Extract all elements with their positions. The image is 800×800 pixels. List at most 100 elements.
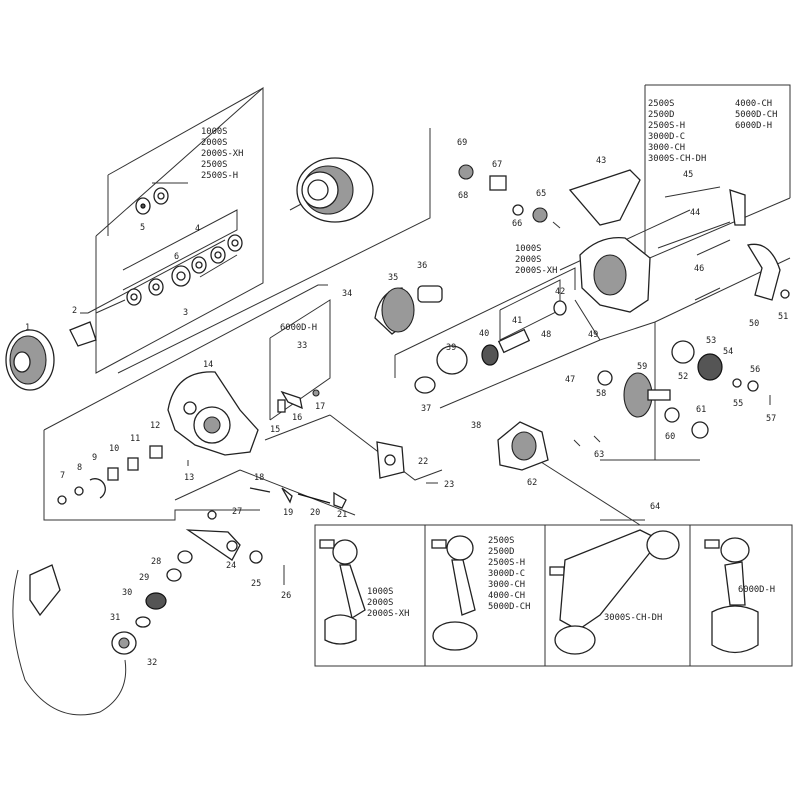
spool-washers — [126, 187, 243, 306]
part-number-12: 12 — [150, 421, 160, 431]
part-number-69: 69 — [457, 138, 467, 148]
model-label: 6000D-H — [735, 121, 772, 131]
part-number-24: 24 — [226, 561, 236, 571]
part-number-14: 14 — [203, 360, 213, 370]
part-number-49: 49 — [588, 330, 598, 340]
part-number-59: 59 — [637, 362, 647, 372]
rotor-parts — [374, 285, 567, 471]
part-number-43: 43 — [596, 156, 606, 166]
small-parts-left — [57, 445, 189, 505]
part-number-17: 17 — [315, 402, 325, 412]
part-number-44: 44 — [690, 208, 700, 218]
model-label: 2000S — [515, 255, 541, 265]
model-label: 2500S — [201, 160, 227, 170]
part-number-1: 1 — [25, 323, 30, 333]
model-label: 2500D — [488, 547, 514, 557]
part-number-20: 20 — [310, 508, 320, 518]
part-number-50: 50 — [749, 319, 759, 329]
part-number-13: 13 — [184, 473, 194, 483]
part-number-56: 56 — [750, 365, 760, 375]
part-number-10: 10 — [109, 444, 119, 454]
part-number-7: 7 — [60, 471, 65, 481]
part-number-62: 62 — [527, 478, 537, 488]
model-label: 2500S — [648, 99, 674, 109]
part-number-54: 54 — [723, 347, 733, 357]
part-number-6: 6 — [174, 252, 179, 262]
part-number-57: 57 — [766, 414, 776, 424]
part-number-67: 67 — [492, 160, 502, 170]
part-number-64: 64 — [650, 502, 660, 512]
model-list-rotor: 1000S 2000S 2000S-XH — [515, 244, 557, 276]
part-number-61: 61 — [696, 405, 706, 415]
model-label: 2000S — [201, 138, 227, 148]
model-label: 1000S — [367, 587, 393, 597]
part-number-37: 37 — [421, 404, 431, 414]
part-number-9: 9 — [92, 453, 97, 463]
part-number-23: 23 — [444, 480, 454, 490]
model-label: 2500S — [488, 536, 514, 546]
part-number-3: 3 — [183, 308, 188, 318]
model-list-spool: 1000S 2000S 2000S-XH 2500S 2500S-H — [201, 127, 243, 181]
handle-3 — [549, 529, 680, 655]
part-number-66: 66 — [512, 219, 522, 229]
part-number-39: 39 — [446, 343, 456, 353]
part-number-41: 41 — [512, 316, 522, 326]
handle-model-labels: 1000S 2000S 2000S-XH 2500S 2500D 2500S-H… — [367, 536, 775, 623]
part-number-40: 40 — [479, 329, 489, 339]
model-label: 2500S-H — [648, 121, 685, 131]
model-label-6000: 6000D-H — [280, 323, 317, 333]
part-number-68: 68 — [458, 191, 468, 201]
drag-knob — [5, 321, 97, 391]
body-main — [458, 164, 746, 313]
part-number-11: 11 — [130, 434, 140, 444]
part-number-34: 34 — [342, 289, 352, 299]
model-label: 5000D-CH — [735, 110, 777, 120]
part-number-31: 31 — [110, 613, 120, 623]
part-number-46: 46 — [694, 264, 704, 274]
part-number-42: 42 — [555, 287, 565, 297]
part-number-30: 30 — [122, 588, 132, 598]
handle-4 — [704, 537, 759, 654]
model-label: 4000-CH — [488, 591, 525, 601]
part-number-55: 55 — [733, 399, 743, 409]
model-label: 2500D — [648, 110, 674, 120]
part-number-19: 19 — [283, 508, 293, 518]
part-number-27: 27 — [232, 507, 242, 517]
part-number-16: 16 — [292, 413, 302, 423]
part-number-25: 25 — [251, 579, 261, 589]
body-housing — [167, 371, 259, 456]
part-number-8: 8 — [77, 463, 82, 473]
model-label: 4000-CH — [735, 99, 772, 109]
part-number-15: 15 — [270, 425, 280, 435]
part-number-48: 48 — [541, 330, 551, 340]
model-label: 2000S — [367, 598, 393, 608]
model-label: 3000S-CH-DH — [604, 613, 662, 623]
roller-parts — [249, 389, 438, 509]
part-number-21: 21 — [337, 510, 347, 520]
model-label: 2500S-H — [201, 171, 238, 181]
part-number-58: 58 — [596, 389, 606, 399]
model-label: 2000S-XH — [367, 609, 409, 619]
part-number-22: 22 — [418, 457, 428, 467]
handle-1 — [319, 539, 366, 645]
model-label: 3000D-C — [648, 132, 685, 142]
handles — [319, 529, 759, 655]
part-number-38: 38 — [471, 421, 481, 431]
part-number-32: 32 — [147, 658, 157, 668]
part-number-65: 65 — [536, 189, 546, 199]
bail-parts — [12, 510, 285, 716]
part-number-18: 18 — [254, 473, 264, 483]
model-label: 2000S-XH — [515, 266, 557, 276]
model-list-body-top: 2500S 2500D 2500S-H 3000D-C 3000-CH 3000… — [648, 99, 777, 164]
model-label: 3000S-CH-DH — [648, 154, 706, 164]
part-number-4: 4 — [195, 224, 200, 234]
part-number-36: 36 — [417, 261, 427, 271]
handle-2 — [431, 535, 478, 651]
model-label: 3000D-C — [488, 569, 525, 579]
spool — [296, 157, 374, 223]
part-number-60: 60 — [665, 432, 675, 442]
model-label: 3000-CH — [648, 143, 685, 153]
model-label: 1000S — [515, 244, 541, 254]
part-number-26: 26 — [281, 591, 291, 601]
